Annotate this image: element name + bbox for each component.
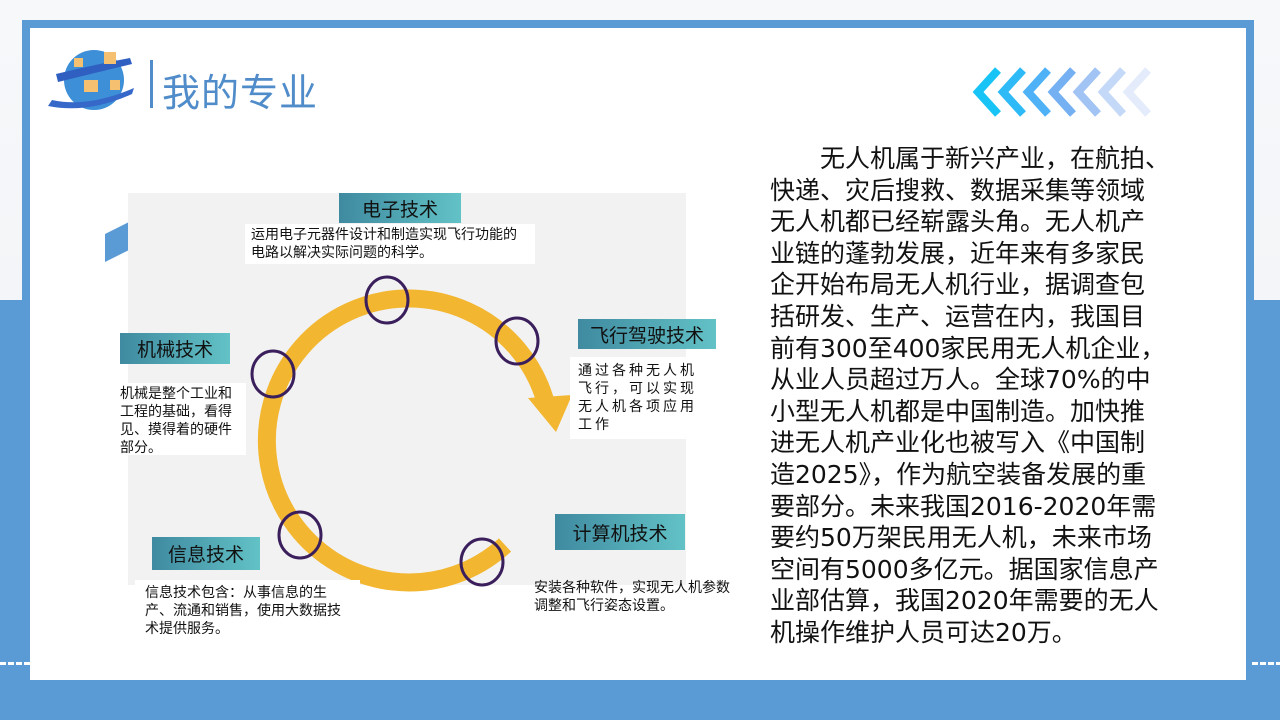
cycle-arc-path xyxy=(257,289,554,592)
node-ring xyxy=(250,349,296,399)
label-mechanical: 机械技术 xyxy=(120,333,230,364)
desc-mechanical: 机械是整个工业和工程的基础，看得见、摸得着的硬件部分。 xyxy=(116,383,246,456)
label-flight: 飞行驾驶技术 xyxy=(578,319,716,349)
title-bar xyxy=(150,60,153,108)
desc-flight: 通过各种无人机飞行，可以实现无人机各项应用工作 xyxy=(570,357,708,439)
dash-left xyxy=(0,662,30,665)
label-electronics: 电子技术 xyxy=(339,193,461,223)
label-computer: 计算机技术 xyxy=(555,514,685,550)
desc-information: 信息技术包含：从事信息的生产、流通和销售，使用大数据技术提供服务。 xyxy=(135,580,360,642)
page-title: 我的专业 xyxy=(162,71,319,115)
intro-paragraph: 无人机属于新兴产业，在航拍、快递、灾后搜救、数据采集等领域无人机都已经崭露头角。… xyxy=(770,144,1171,647)
chevrons-decoration-icon xyxy=(972,67,1151,117)
node-ring xyxy=(277,510,323,560)
arc-arrowhead-icon xyxy=(528,395,572,432)
node-ring xyxy=(364,275,410,325)
node-ring xyxy=(459,537,505,587)
desc-computer: 安装各种软件，实现无人机参数调整和飞行姿态设置。 xyxy=(534,580,730,614)
bottom-band xyxy=(0,680,1280,720)
label-information: 信息技术 xyxy=(152,537,260,570)
globe-logo-icon xyxy=(48,50,134,110)
node-ring xyxy=(494,316,540,366)
desc-electronics: 运用电子元器件设计和制造实现飞行功能的电路以解决实际问题的科学。 xyxy=(245,224,535,264)
dash-right xyxy=(1252,662,1280,665)
